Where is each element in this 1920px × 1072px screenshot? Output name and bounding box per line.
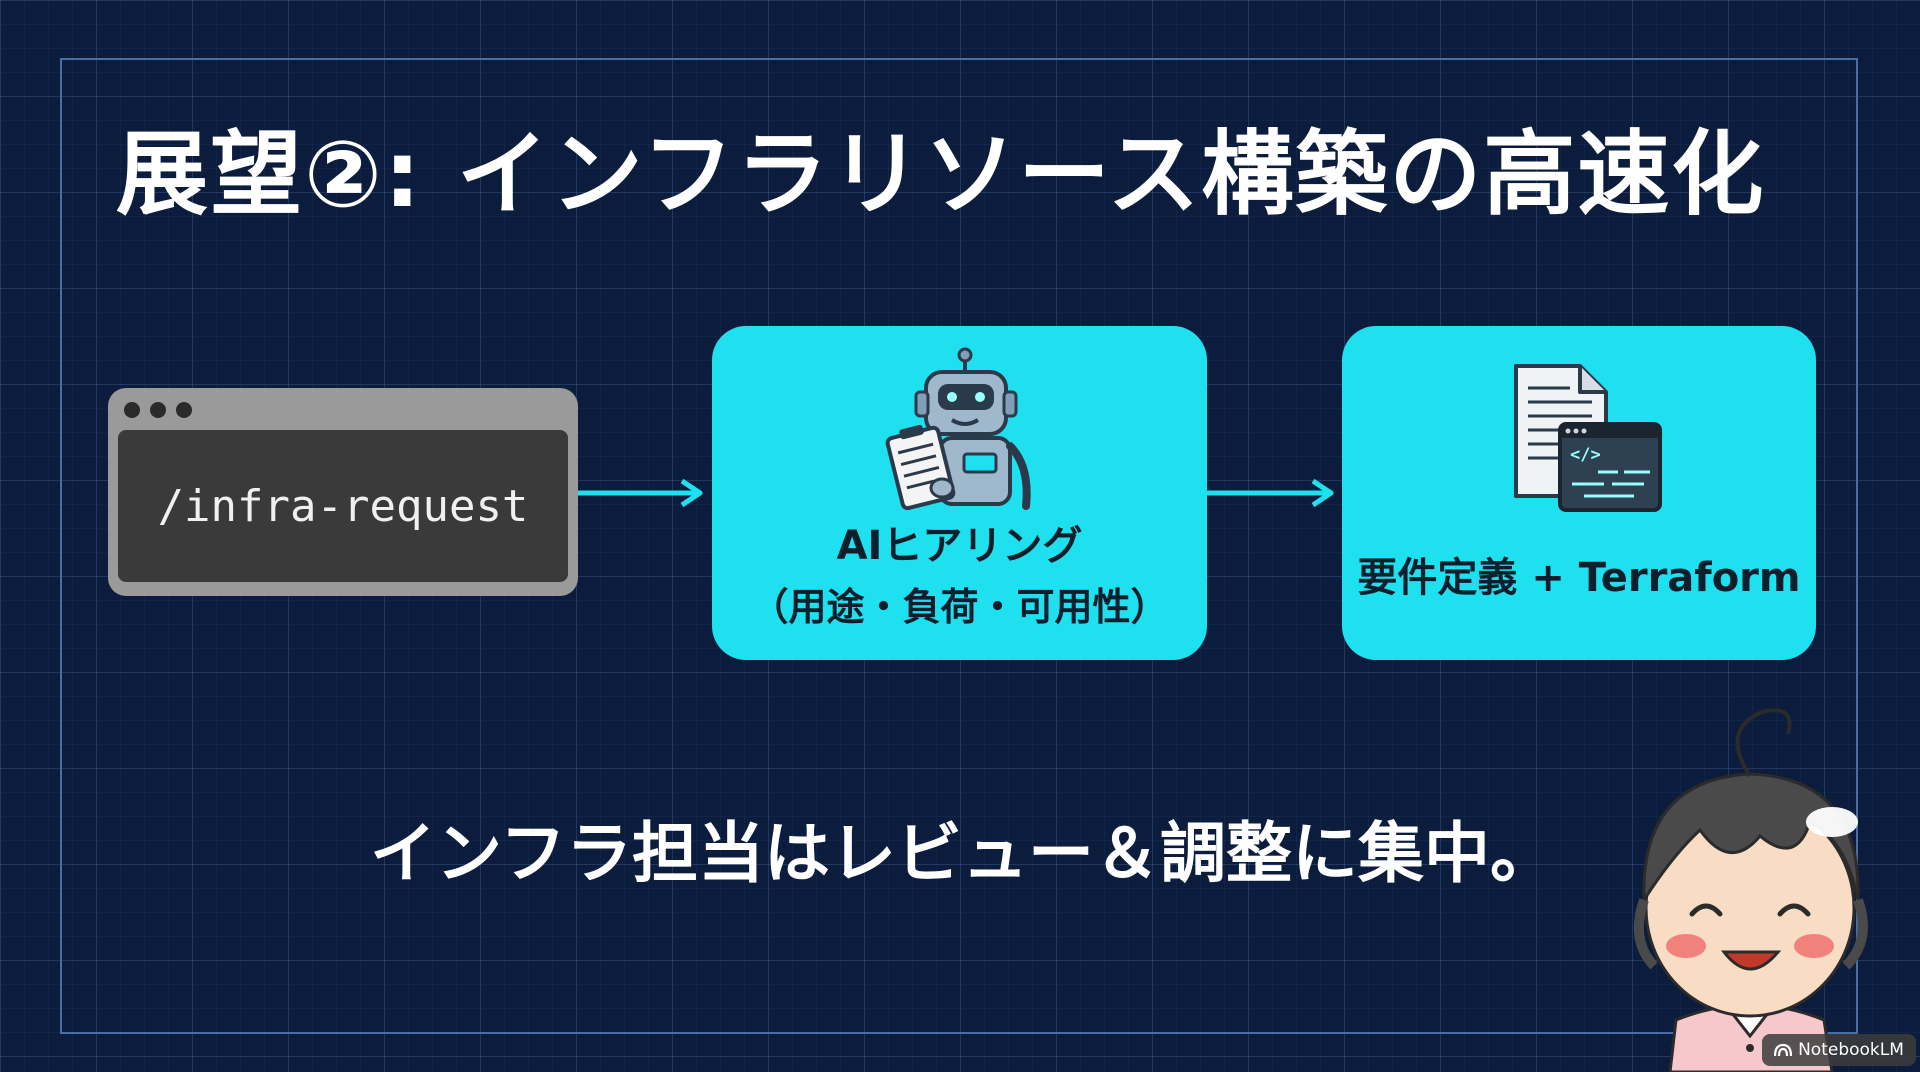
slide-frame xyxy=(60,58,1858,1034)
svg-text:</>: </> xyxy=(1570,445,1601,465)
requirements-terraform-label: 要件定義 + Terraform xyxy=(1357,555,1801,601)
ai-hearing-sublabel: （用途・負荷・可用性） xyxy=(750,585,1169,629)
mascot-character-icon xyxy=(1633,708,1868,1072)
document-code-icon: </> xyxy=(1514,364,1662,512)
flow-arrow-1-icon xyxy=(578,478,703,508)
ai-hearing-label: AIヒアリング xyxy=(836,523,1083,569)
slide-title: 展望②: インフラリソース構築の高速化 xyxy=(116,121,1766,228)
terminal-window: /infra-request xyxy=(108,388,578,596)
requirements-terraform-card: </> 要件定義 + Terraform xyxy=(1342,326,1816,660)
terminal-screen: /infra-request xyxy=(118,430,568,582)
notebooklm-logo-icon xyxy=(1774,1043,1793,1057)
watermark-label: NotebookLM xyxy=(1798,1040,1904,1060)
robot-clipboard-icon xyxy=(885,347,1031,511)
window-dots-icon xyxy=(124,402,192,418)
slide-caption: インフラ担当はレビュー＆調整に集中。 xyxy=(370,815,1557,892)
flow-arrow-2-icon xyxy=(1207,478,1334,508)
terminal-command: /infra-request xyxy=(157,480,529,532)
ai-hearing-card: AIヒアリング （用途・負荷・可用性） xyxy=(712,326,1207,660)
notebooklm-watermark: NotebookLM xyxy=(1762,1034,1916,1066)
